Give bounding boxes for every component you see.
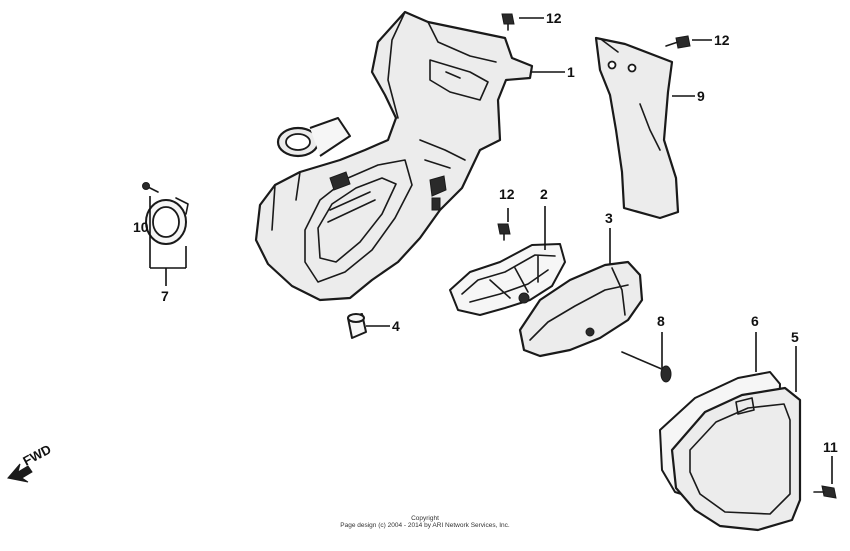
callout-3: 3 (605, 210, 613, 226)
callout-11: 11 (823, 439, 838, 455)
bolt-12-mid (497, 223, 511, 241)
cover-bolt (813, 485, 837, 499)
air-cleaner-element (518, 260, 644, 358)
fwd-label: FWD (20, 442, 53, 469)
callout-7: 7 (161, 288, 169, 304)
bolt-12-right (665, 35, 691, 49)
callout-10: 10 (133, 219, 149, 235)
drain-cap (347, 313, 367, 339)
element-holder (449, 243, 566, 316)
side-cover (670, 386, 802, 532)
footer-copyright: Copyright (411, 515, 439, 522)
callout-12-right: 12 (714, 32, 730, 48)
intake-tube (276, 117, 351, 158)
leader-lines (149, 17, 833, 484)
footer-page-design: Page design (c) 2004 - 2014 by ARI Netwo… (340, 522, 510, 529)
callout-5: 5 (791, 329, 799, 345)
bolt-12-top (501, 13, 515, 31)
callout-8: 8 (657, 313, 665, 329)
hose-clamp (145, 197, 189, 245)
callout-12-top: 12 (546, 10, 562, 26)
callout-4: 4 (392, 318, 400, 334)
clamp-screw (142, 182, 159, 193)
fwd-arrow-icon (7, 463, 33, 483)
callout-1: 1 (567, 64, 575, 80)
callout-2: 2 (540, 186, 548, 202)
forward-direction-indicator: FWD (7, 442, 54, 483)
callout-12-mid: 12 (499, 186, 515, 202)
callout-6: 6 (751, 313, 759, 329)
air-cleaner-case (254, 10, 534, 302)
wing-bolt (621, 351, 672, 383)
callout-9: 9 (697, 88, 705, 104)
side-cover-plate (594, 36, 680, 220)
